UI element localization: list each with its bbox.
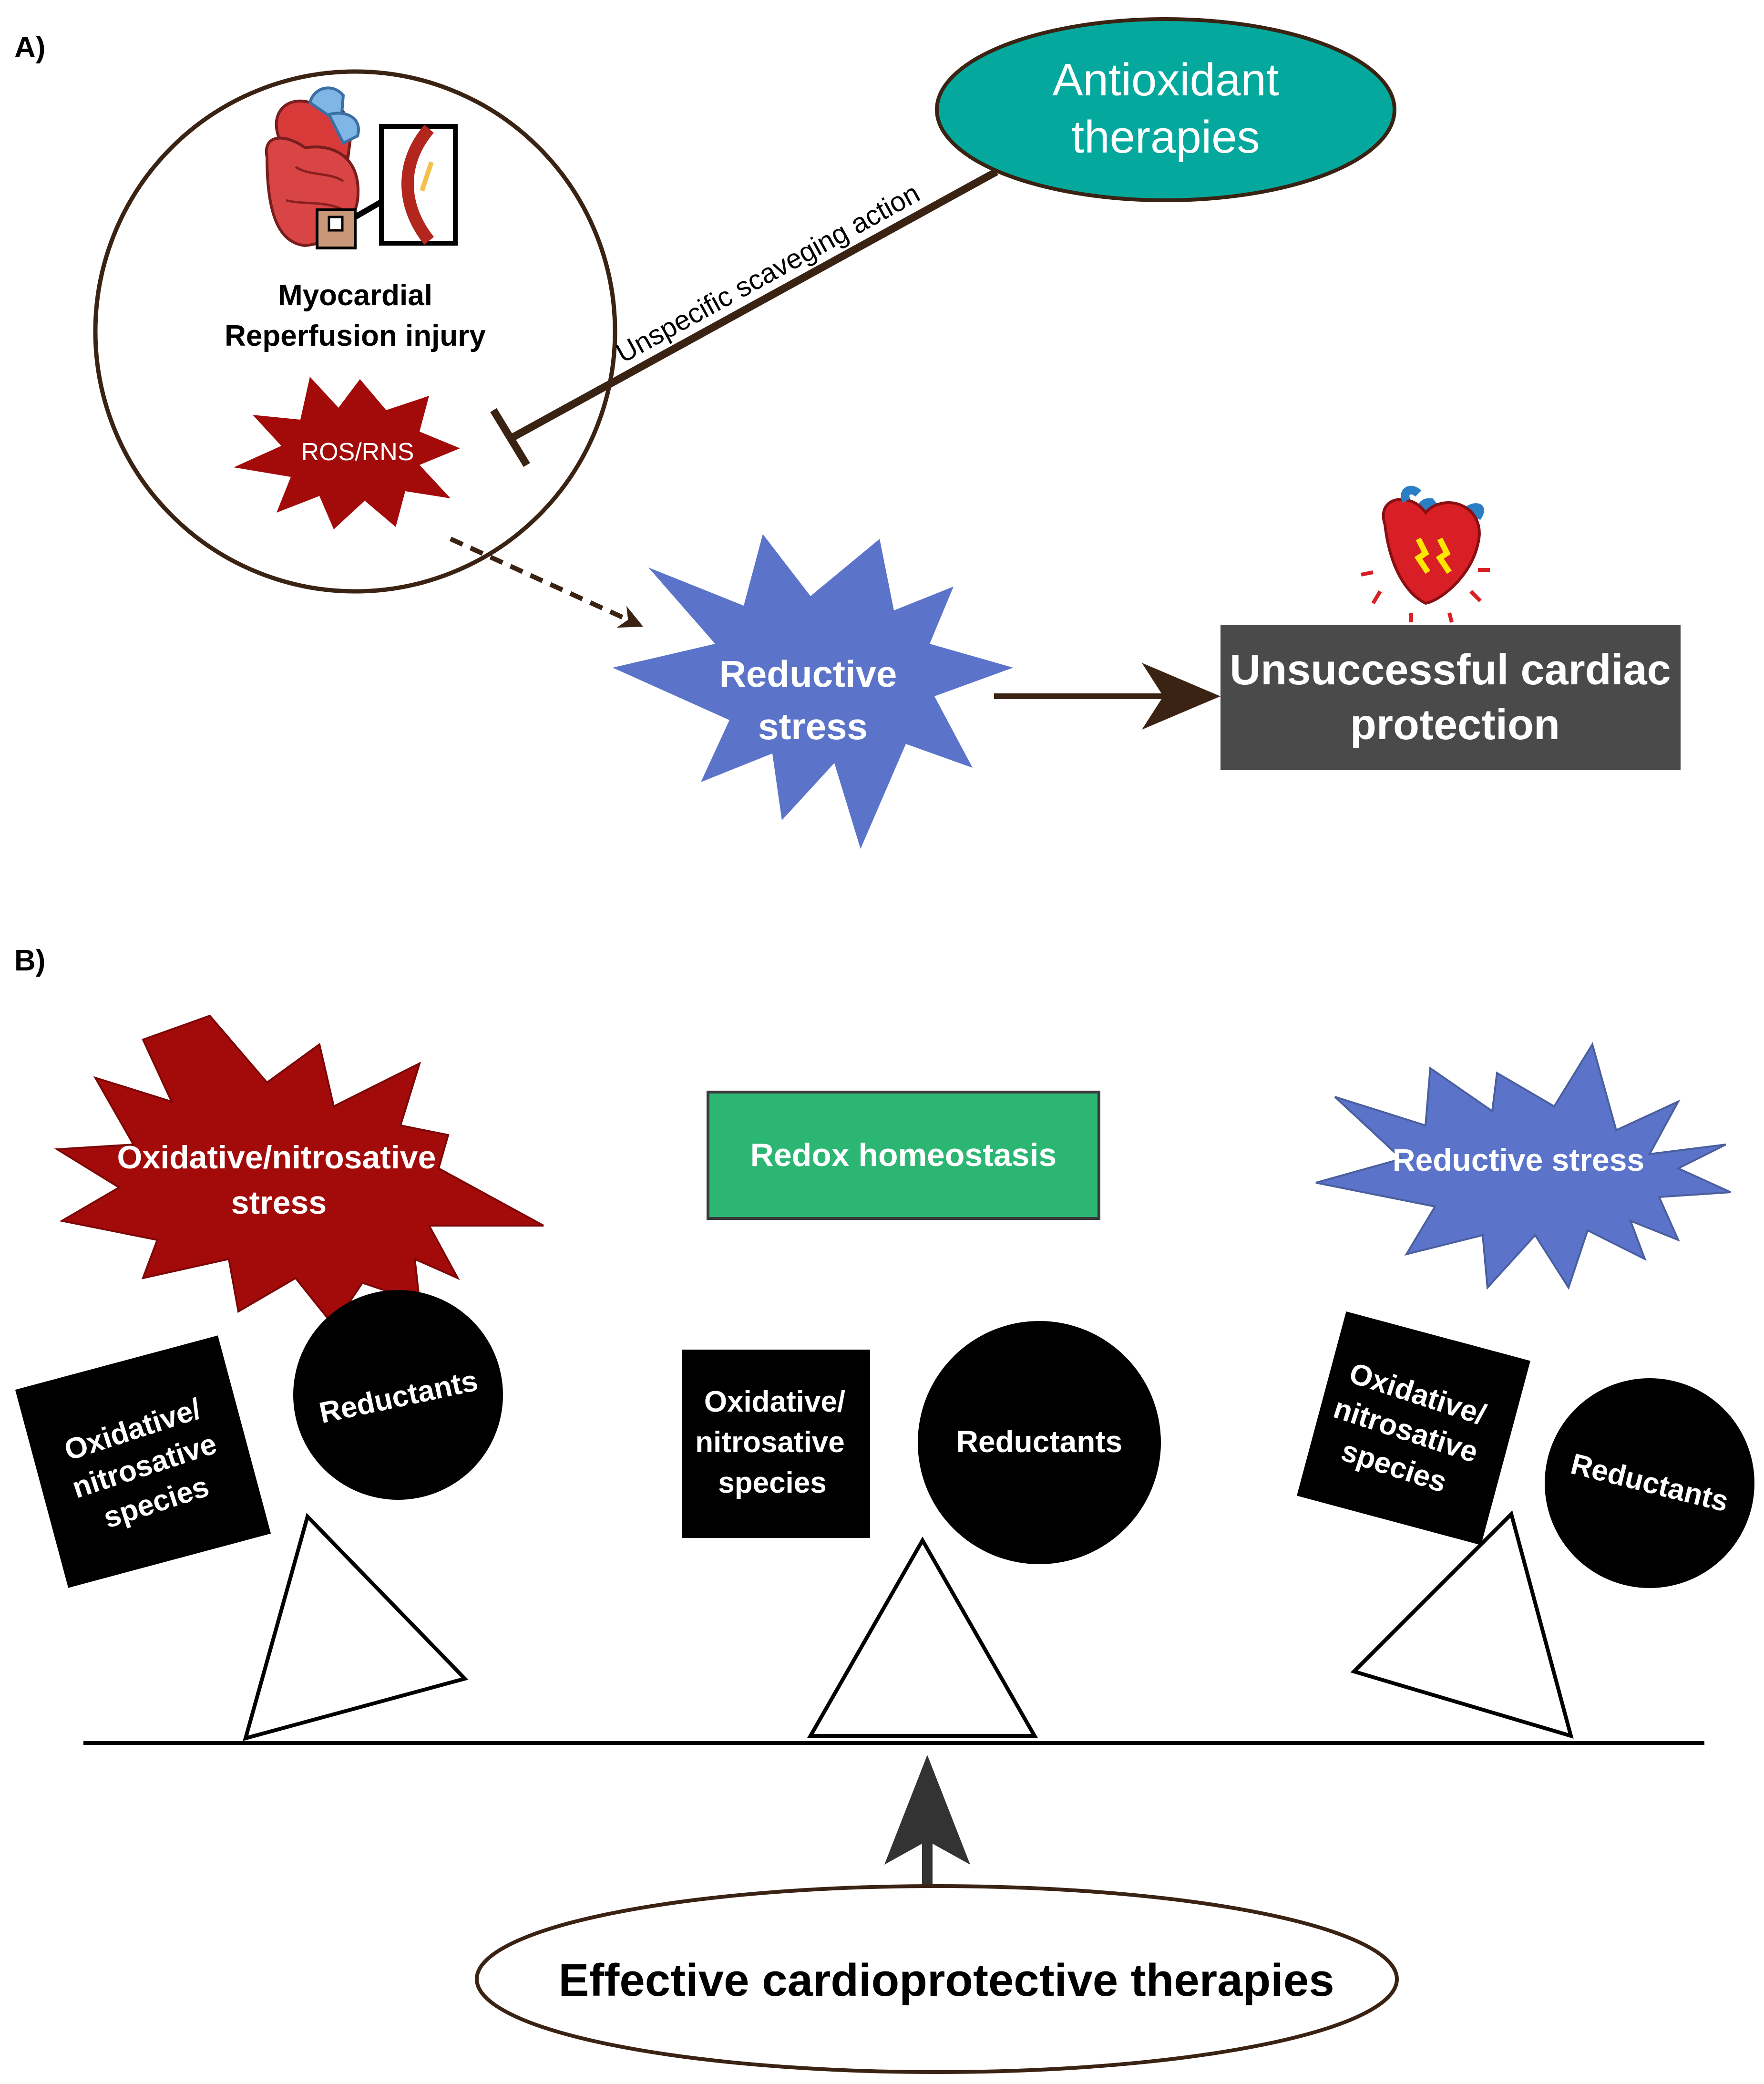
- heart-anatomy-icon: [265, 86, 360, 249]
- redox-homeostasis-label: Redox homeostasis: [750, 1137, 1056, 1173]
- center-reductants-circle: [918, 1321, 1161, 1564]
- reductive-stress-line1: Reductive: [719, 653, 897, 695]
- right-species-box: [1297, 1311, 1530, 1545]
- ros-rns-label: ROS/RNS: [301, 438, 414, 466]
- outcome-line2: protection: [1350, 701, 1560, 749]
- left-stress-line1: Oxidative/nitrosative: [117, 1139, 436, 1176]
- outcome-line1: Unsuccessful cardiac: [1230, 646, 1671, 694]
- reductive-stress-line2: stress: [758, 705, 868, 747]
- panel-a-label: A): [14, 31, 45, 64]
- right-fulcrum: [1350, 1510, 1574, 1739]
- therapy-label: Effective cardioprotective therapies: [558, 1955, 1334, 2006]
- center-species-box: [682, 1350, 870, 1538]
- damaged-heart-icon: [1361, 485, 1490, 623]
- inhibition-label: Unspecific scaveging action: [611, 177, 925, 369]
- reductive-stress-star-b: [1315, 1042, 1731, 1290]
- support-arrow-head: [884, 1755, 970, 1865]
- left-fulcrum: [243, 1513, 469, 1741]
- antioxidant-label-line2: therapies: [1072, 112, 1260, 163]
- therapy-ellipse: [475, 1884, 1399, 2074]
- inhibition-line: [508, 168, 998, 443]
- center-species-line2: nitrosative: [695, 1426, 845, 1459]
- antioxidant-label-line1: Antioxidant: [1053, 54, 1279, 105]
- left-stress-line2: stress: [231, 1185, 327, 1221]
- center-reductants-label: Reductants: [956, 1424, 1123, 1459]
- injury-caption-line1: Myocardial: [278, 279, 432, 312]
- ros-rns-burst: [234, 377, 460, 529]
- injury-circle: [93, 69, 617, 594]
- right-stress-label: Reductive stress: [1393, 1142, 1644, 1177]
- left-reductants-circle: [293, 1290, 503, 1500]
- outcome-box: [1220, 625, 1681, 770]
- right-reductants-circle: [1545, 1378, 1754, 1588]
- center-species-line3: species: [718, 1466, 827, 1499]
- left-species-box: [15, 1335, 271, 1588]
- injury-caption-line2: Reperfusion injury: [225, 320, 486, 352]
- outcome-arrow-head: [1142, 663, 1220, 730]
- panel-b-label: B): [14, 944, 45, 977]
- vessel-inset-icon: [379, 124, 458, 246]
- inhibition-bar: [490, 408, 530, 467]
- redox-homeostasis-box: [707, 1091, 1100, 1220]
- reductive-stress-star-a: [613, 534, 1013, 849]
- center-fulcrum: [807, 1536, 1038, 1738]
- center-species-line1: Oxidative/: [704, 1385, 845, 1418]
- antioxidant-ellipse: [935, 17, 1396, 202]
- dashed-arrow: [449, 536, 644, 628]
